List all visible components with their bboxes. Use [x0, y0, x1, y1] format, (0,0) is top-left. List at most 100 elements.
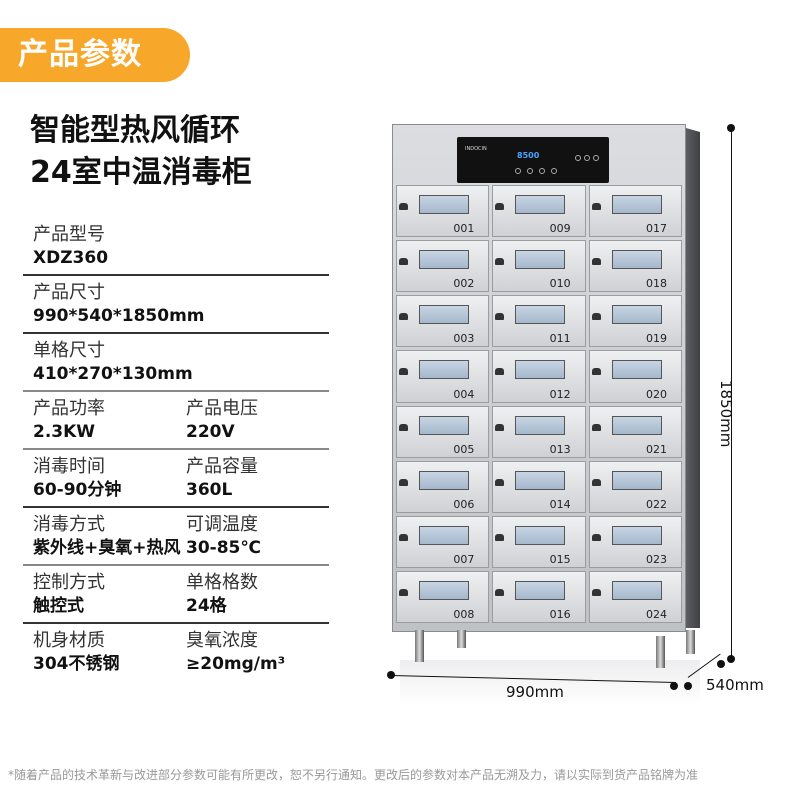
drawer-window	[515, 415, 566, 435]
width-label: 990mm	[506, 683, 564, 701]
drawer-window	[611, 415, 662, 435]
drawer: 016	[492, 570, 586, 623]
drawer-number: 024	[646, 608, 667, 621]
drawer-number: 017	[646, 222, 667, 236]
drawer-window	[515, 470, 566, 490]
panel-button-icon	[539, 168, 545, 174]
spec-value: 24格	[186, 596, 227, 616]
spec-row-model: 产品型号 XDZ360	[23, 218, 329, 276]
drawer-window	[515, 525, 566, 545]
height-dimension-line	[731, 127, 732, 657]
cabinet-leg	[415, 630, 424, 662]
spec-label: 消毒时间	[33, 456, 105, 477]
drawer-window	[419, 250, 469, 270]
spec-row-size: 产品尺寸 990*540*1850mm	[23, 276, 329, 334]
drawer: 022	[588, 460, 682, 513]
drawer: 011	[492, 295, 586, 348]
drawer-window	[419, 195, 469, 214]
drawer-window	[419, 360, 469, 380]
drawer-window	[419, 470, 469, 490]
drawer-window	[419, 415, 469, 435]
spec-value: 220V	[186, 422, 235, 442]
height-label: 1850mm	[717, 380, 735, 448]
drawer-window	[515, 195, 566, 214]
handle-icon	[399, 423, 408, 431]
handle-icon	[399, 258, 408, 266]
drawer-window	[611, 525, 662, 545]
handle-icon	[591, 423, 601, 431]
drawer: 005	[396, 405, 490, 458]
spec-value: 触控式	[33, 596, 84, 616]
panel-button-icon	[575, 155, 581, 161]
section-badge: 产品参数	[0, 28, 190, 82]
spec-label: 产品电压	[186, 398, 258, 419]
drawer-window	[611, 470, 662, 490]
cabinet-side-panel	[686, 128, 700, 628]
handle-icon	[495, 533, 505, 541]
handle-icon	[495, 258, 505, 266]
spec-row-method: 消毒方式 紫外线+臭氧+热风 可调温度 30-85℃	[23, 508, 329, 566]
drawer: 004	[396, 350, 490, 403]
spec-value: 990*540*1850mm	[33, 306, 205, 326]
handle-icon	[399, 588, 408, 596]
panel-button-icon	[593, 155, 599, 161]
handle-icon	[591, 588, 601, 596]
spec-label: 产品型号	[33, 224, 105, 245]
dimension-dot	[387, 671, 395, 679]
drawer: 013	[492, 405, 586, 458]
panel-button-icon	[551, 168, 557, 174]
drawer: 002	[396, 240, 490, 293]
handle-icon	[591, 258, 601, 266]
spec-label: 机身材质	[33, 630, 105, 651]
dimension-dot	[727, 655, 735, 663]
spec-label: 臭氧浓度	[186, 630, 258, 651]
spec-value: 410*270*130mm	[33, 364, 193, 384]
dimension-dot	[684, 682, 692, 690]
brand-logo: INDOCIN	[465, 146, 487, 152]
drawer: 010	[492, 240, 586, 293]
spec-label: 单格尺寸	[33, 340, 105, 361]
drawer-window	[611, 580, 662, 600]
drawer-number: 012	[549, 387, 571, 401]
handle-icon	[399, 203, 408, 210]
drawer-number: 013	[549, 442, 571, 456]
handle-icon	[591, 478, 601, 486]
drawer-window	[419, 305, 469, 325]
drawer-number: 008	[453, 608, 475, 621]
handle-icon	[591, 533, 601, 541]
drawer-window	[611, 195, 662, 214]
drawer-number: 007	[453, 552, 475, 566]
handle-icon	[495, 588, 505, 596]
drawer: 003	[396, 295, 490, 348]
drawer-number: 004	[453, 387, 475, 401]
spec-value: 60-90分钟	[33, 480, 122, 500]
spec-label: 消毒方式	[33, 514, 105, 535]
handle-icon	[399, 313, 408, 321]
drawer-window	[515, 360, 566, 380]
spec-row-power: 产品功率 2.3KW 产品电压 220V	[23, 392, 329, 450]
dimension-dot	[717, 660, 725, 668]
drawer-number: 005	[453, 442, 475, 456]
spec-row-time: 消毒时间 60-90分钟 产品容量 360L	[23, 450, 329, 508]
spec-label: 控制方式	[33, 572, 105, 593]
dimension-dot	[727, 124, 735, 132]
drawer-number: 020	[646, 387, 667, 401]
drawer: 012	[492, 350, 586, 403]
title-line-1: 智能型热风循环	[30, 113, 240, 148]
panel-button-icon	[527, 168, 533, 174]
spec-label: 单格格数	[186, 572, 258, 593]
drawer-number: 006	[453, 497, 475, 511]
spec-value: 30-85℃	[186, 538, 261, 558]
drawer: 021	[588, 405, 682, 458]
title-line-2: 24室中温消毒柜	[30, 155, 252, 190]
cabinet-leg	[457, 630, 466, 648]
drawer-number: 022	[646, 497, 667, 511]
handle-icon	[495, 368, 505, 376]
handle-icon	[399, 478, 408, 486]
depth-label: 540mm	[706, 676, 764, 694]
drawer: 006	[396, 460, 490, 513]
handle-icon	[495, 313, 505, 321]
spec-label: 可调温度	[186, 514, 258, 535]
cabinet-leg	[686, 630, 695, 654]
drawer: 017	[588, 185, 682, 238]
